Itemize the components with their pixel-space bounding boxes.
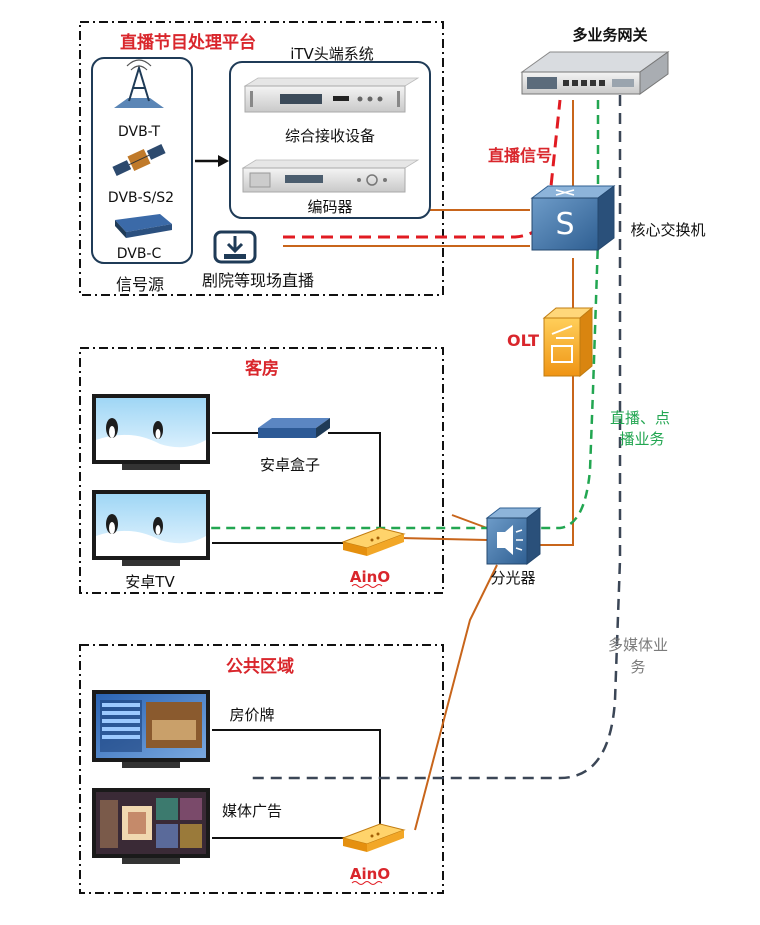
vod-service-path	[205, 100, 600, 530]
public-aino-icon	[341, 823, 406, 852]
dvb-s2-label: DVB-S/S2	[108, 190, 174, 206]
public-region	[79, 644, 444, 894]
dvb-t-label: DVB-T	[118, 124, 160, 140]
vod-label-line1: 直播、点	[610, 409, 670, 427]
price-board-screen-icon	[92, 690, 210, 768]
core-switch-icon: S	[530, 185, 616, 251]
encoder-device-icon	[241, 159, 420, 193]
svg-text:S: S	[555, 207, 574, 242]
cable-receiver-icon	[115, 214, 172, 238]
public-title: 公共区域	[226, 656, 294, 677]
receiver-device-icon	[243, 77, 420, 113]
multimedia-label-line2: 务	[630, 658, 645, 676]
copper-links	[212, 432, 381, 839]
platform-title: 直播节目处理平台	[120, 32, 256, 53]
satellite-icon	[112, 144, 166, 176]
android-tv-label: 安卓TV	[125, 573, 175, 591]
vod-label-line2: 播业务	[619, 430, 664, 448]
multimedia-label-line1: 多媒体业	[608, 636, 668, 654]
gateway-device-icon	[520, 51, 670, 95]
public-aino-label: AinO	[350, 865, 390, 883]
dvb-c-label: DVB-C	[117, 246, 162, 262]
headend-title: iTV头端系统	[290, 45, 374, 63]
room-aino-icon	[341, 527, 406, 556]
room-title: 客房	[244, 358, 279, 379]
receiver-label: 综合接收设备	[285, 127, 375, 145]
encoder-label: 编码器	[307, 198, 352, 216]
platform-region	[79, 21, 444, 296]
fiber-links	[283, 100, 574, 831]
media-ad-label: 媒体广告	[222, 802, 282, 820]
signal-source-label: 信号源	[116, 275, 164, 294]
gateway-label: 多业务网关	[572, 26, 647, 44]
live-signal-label: 直播信号	[488, 146, 552, 165]
room-tv-top-icon	[92, 394, 210, 470]
theater-label: 剧院等现场直播	[202, 271, 314, 290]
splitter-device-icon	[485, 506, 542, 566]
android-box-icon	[258, 418, 330, 438]
android-box-label: 安卓盒子	[260, 456, 320, 474]
splitter-label: 分光器	[490, 569, 535, 587]
source-to-headend-arrow	[195, 155, 229, 167]
olt-label: OLT	[507, 331, 539, 350]
core-switch-label: 核心交换机	[630, 221, 705, 239]
price-board-label: 房价牌	[229, 706, 274, 724]
room-aino-label: AinO	[350, 568, 390, 586]
terrestrial-tower-icon	[114, 59, 164, 108]
theater-download-icon	[213, 230, 257, 264]
room-tv-bottom-icon	[92, 490, 210, 566]
media-ad-screen-icon	[92, 788, 210, 864]
olt-device-icon	[542, 306, 594, 378]
multimedia-service-path	[250, 95, 622, 780]
